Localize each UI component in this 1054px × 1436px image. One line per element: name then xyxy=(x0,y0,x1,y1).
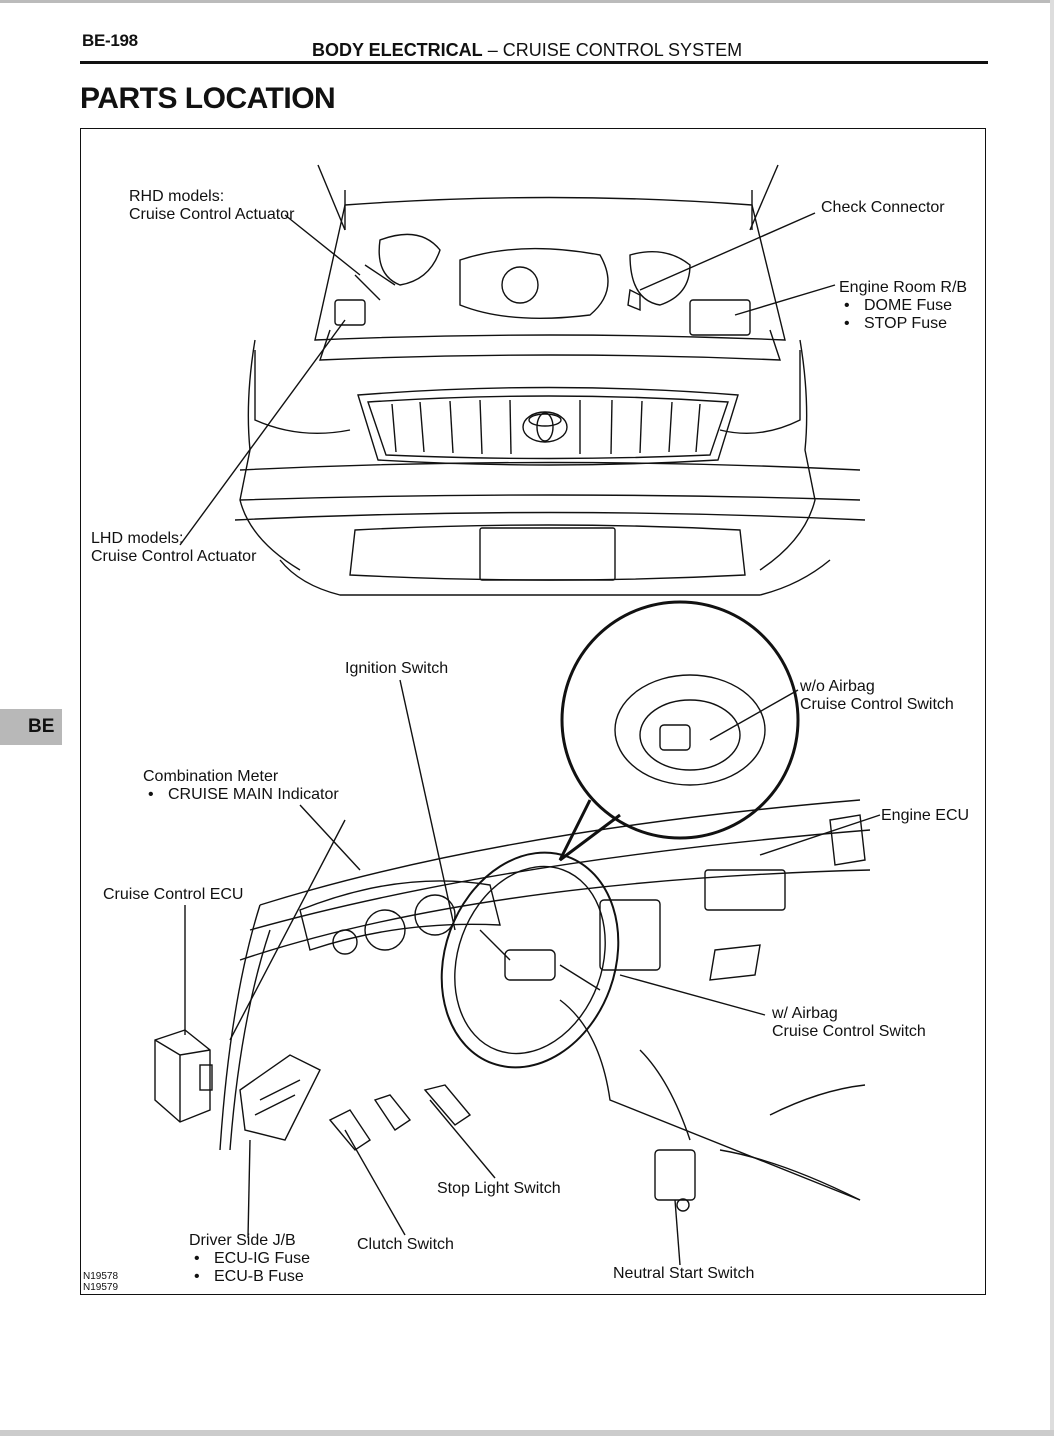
callout-engine-ecu: Engine ECU xyxy=(881,807,970,824)
section-heading: BODY ELECTRICAL – CRUISE CONTROL SYSTEM xyxy=(312,40,742,61)
figure-number: N19579 xyxy=(83,1282,119,1293)
engine-room-rb-item: STOP Fuse xyxy=(839,315,967,333)
callout-cruise-control-ecu: Cruise Control ECU xyxy=(103,886,244,903)
side-tab-label: BE xyxy=(28,716,55,737)
figure-numbers: N19578 N19579 xyxy=(83,1271,118,1293)
driver-side-jb-item: ECU-IG Fuse xyxy=(189,1250,310,1268)
section-bold: BODY ELECTRICAL xyxy=(312,40,483,60)
callout-engine-room-rb: Engine Room R/B DOME Fuse STOP Fuse xyxy=(839,279,967,333)
page-bottom-edge xyxy=(0,1430,1054,1436)
side-tab: BE xyxy=(0,709,62,745)
section-separator: – xyxy=(482,40,503,60)
rhd-actuator-line1: RHD models: xyxy=(129,188,225,205)
callout-rhd-actuator: RHD models: Cruise Control Actuator xyxy=(129,188,294,224)
combination-meter-title: Combination Meter xyxy=(143,768,279,785)
callout-ignition-switch: Ignition Switch xyxy=(345,660,449,677)
lhd-actuator-line2: Cruise Control Actuator xyxy=(91,548,257,565)
figure-frame xyxy=(80,128,986,1295)
w-airbag-line2: Cruise Control Switch xyxy=(772,1023,926,1040)
callout-clutch-switch: Clutch Switch xyxy=(357,1236,454,1253)
page-title: PARTS LOCATION xyxy=(80,82,336,115)
callout-w-airbag-switch: w/ Airbag Cruise Control Switch xyxy=(772,1005,926,1041)
combination-meter-item: CRUISE MAIN Indicator xyxy=(143,786,339,804)
wo-airbag-line2: Cruise Control Switch xyxy=(800,696,954,713)
engine-room-rb-item: DOME Fuse xyxy=(839,297,967,315)
header-rule xyxy=(80,61,988,64)
callout-wo-airbag-switch: w/o Airbag Cruise Control Switch xyxy=(800,678,954,714)
callout-lhd-actuator: LHD models: Cruise Control Actuator xyxy=(91,530,256,566)
callout-check-connector: Check Connector xyxy=(821,199,945,216)
callout-neutral-start-switch: Neutral Start Switch xyxy=(613,1265,755,1282)
driver-side-jb-item: ECU-B Fuse xyxy=(189,1268,310,1286)
dashboard-illustration xyxy=(154,600,881,1266)
w-airbag-line1: w/ Airbag xyxy=(772,1005,838,1022)
page-number: BE-198 xyxy=(82,31,138,50)
callout-combination-meter: Combination Meter CRUISE MAIN Indicator xyxy=(143,768,339,804)
engine-bay-illustration xyxy=(179,164,866,596)
driver-side-jb-title: Driver Side J/B xyxy=(189,1232,296,1249)
rhd-actuator-line2: Cruise Control Actuator xyxy=(129,206,295,223)
lhd-actuator-line1: LHD models: xyxy=(91,530,184,547)
callout-driver-side-jb: Driver Side J/B ECU-IG Fuse ECU-B Fuse xyxy=(189,1232,310,1286)
engine-room-rb-title: Engine Room R/B xyxy=(839,279,968,296)
section-rest: CRUISE CONTROL SYSTEM xyxy=(502,40,743,60)
page-right-edge xyxy=(1050,0,1054,1436)
wo-airbag-line1: w/o Airbag xyxy=(800,678,875,695)
callout-stop-light-switch: Stop Light Switch xyxy=(437,1180,561,1197)
page-top-edge xyxy=(0,0,1054,3)
figure-number: N19578 xyxy=(83,1271,119,1282)
